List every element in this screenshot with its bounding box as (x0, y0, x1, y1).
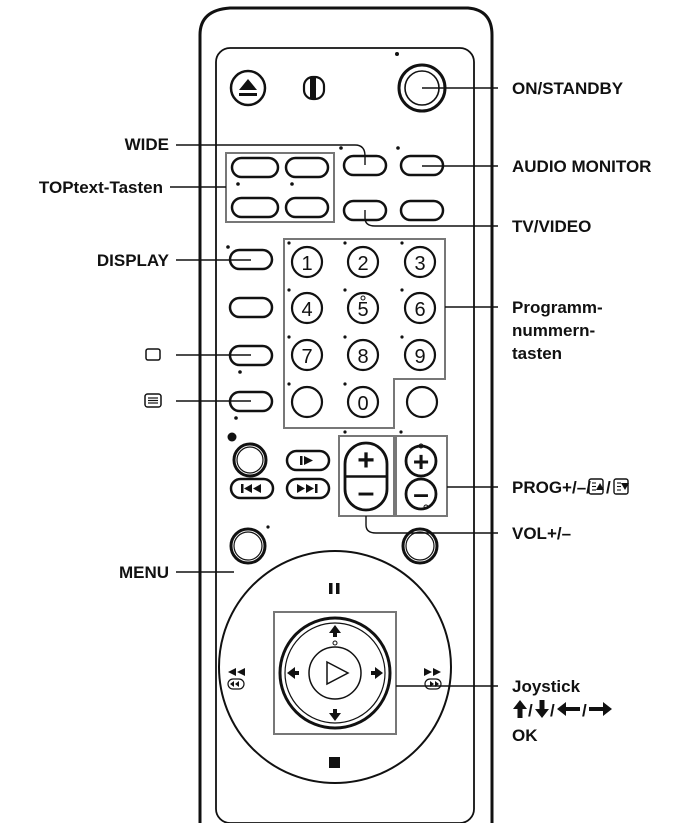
vol-minus-icon: – (358, 476, 375, 509)
vol-plus-icon: + (357, 444, 375, 477)
svg-text:/: / (606, 478, 611, 497)
toptext-button-green[interactable] (284, 156, 330, 179)
label-vol: VOL+/– (512, 524, 571, 543)
joy-left-icon (287, 667, 299, 679)
key-label: 7 (301, 346, 312, 368)
prog-page-down-icon (613, 478, 629, 495)
next-icon (297, 484, 314, 493)
leader-lines (170, 87, 498, 687)
ok-button[interactable] (308, 646, 362, 700)
key-0[interactable]: 0 (343, 382, 380, 419)
joy-up-icon (329, 625, 341, 637)
label-programm-3: tasten (512, 344, 562, 363)
key-label: 1 (301, 253, 312, 275)
svg-text:/: / (550, 701, 555, 720)
eject-button[interactable] (229, 69, 267, 107)
key-8[interactable]: 8 (343, 335, 380, 372)
key-label: 0 (357, 393, 368, 415)
prog-page-up-icon (588, 478, 604, 495)
label-joystick-1: Joystick (512, 677, 581, 696)
play-icon (304, 456, 313, 465)
key-9[interactable]: 9 (400, 335, 437, 372)
label-menu: MENU (119, 563, 169, 582)
teletext-icon (144, 393, 162, 408)
key-6[interactable]: 6 (400, 288, 437, 325)
key-7[interactable]: 7 (287, 335, 324, 372)
eject-icon (239, 79, 257, 90)
stop-icon (329, 757, 340, 768)
label-joystick-arrows: / / / (513, 700, 612, 720)
svg-text:/: / (528, 701, 533, 720)
key-label: 8 (357, 346, 368, 368)
screen-mode-icon (145, 348, 161, 361)
next-button[interactable] (285, 477, 331, 500)
label-toptext: TOPtext-Tasten (39, 178, 163, 197)
toptext-group (225, 152, 335, 223)
label-programm-1: Programm- (512, 298, 603, 317)
remote-inner-panel (215, 47, 475, 823)
menu-button[interactable] (229, 527, 267, 565)
label-prog: PROG+/–/ (512, 478, 591, 497)
key-label: 3 (414, 253, 425, 275)
vol-rocker[interactable]: + – (343, 441, 389, 512)
toptext-button-blue[interactable] (284, 196, 330, 219)
prog-minus-button[interactable]: – (404, 477, 438, 511)
toptext-button-red[interactable] (230, 156, 280, 179)
label-programm-2: nummern- (512, 321, 595, 340)
label-display: DISPLAY (97, 251, 170, 270)
key-5[interactable]: 5 (343, 288, 380, 325)
prev-icon (244, 484, 261, 493)
pause-icon (329, 583, 340, 594)
rewind-icon (227, 668, 245, 690)
key-blank[interactable] (287, 382, 324, 419)
key-3[interactable]: 3 (400, 241, 437, 279)
right-round-button[interactable] (401, 527, 439, 565)
label-wide: WIDE (125, 135, 169, 154)
key-1[interactable]: 1 (287, 241, 324, 279)
joy-down-icon (329, 709, 341, 721)
play-slow-button[interactable] (285, 449, 331, 472)
prev-button[interactable] (229, 477, 275, 500)
key-label: 5 (357, 299, 368, 321)
prog-plus-icon: + (413, 446, 429, 477)
label-audio-monitor: AUDIO MONITOR (512, 157, 651, 176)
ok-play-icon (326, 660, 350, 686)
label-tv-video: TV/VIDEO (512, 217, 591, 236)
key-label: 2 (357, 253, 368, 275)
label-on-standby: ON/STANDBY (512, 79, 624, 98)
record-button[interactable] (232, 442, 268, 478)
left-button-2[interactable] (228, 296, 274, 319)
label-joystick-ok: OK (512, 726, 538, 745)
key-extra[interactable] (405, 385, 439, 419)
prog-plus-button[interactable]: + (404, 443, 438, 478)
key-label: 9 (414, 346, 425, 368)
svg-text:/: / (582, 701, 587, 720)
key-2[interactable]: 2 (343, 241, 380, 279)
key-4[interactable]: 4 (287, 288, 324, 325)
prog-minus-icon: – (413, 478, 429, 509)
joystick-highlight (273, 611, 397, 735)
prog-highlight (395, 435, 448, 517)
keypad-highlight (283, 238, 446, 429)
toptext-button-yellow[interactable] (230, 196, 280, 219)
key-label: 4 (301, 299, 312, 321)
mode-switch[interactable] (302, 75, 326, 101)
joystick[interactable] (278, 616, 392, 730)
key-label: 6 (414, 299, 425, 321)
extra-button-1[interactable] (399, 199, 445, 222)
joy-right-icon (371, 667, 383, 679)
